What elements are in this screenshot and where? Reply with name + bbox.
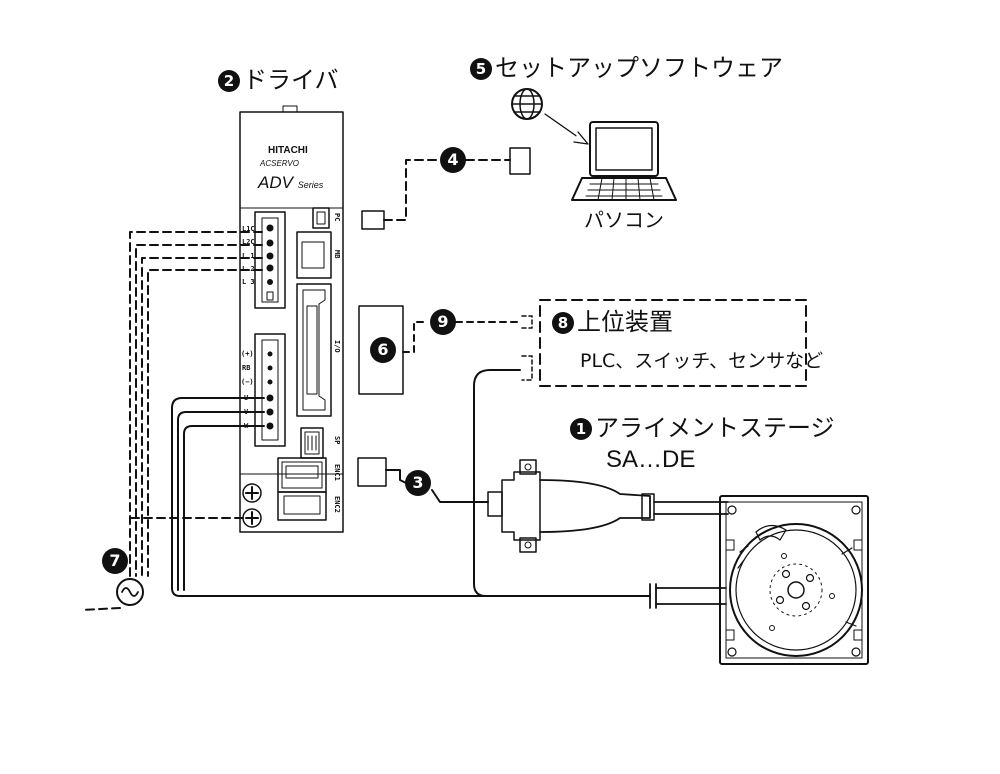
port-label-mb: MB [333, 250, 341, 259]
motor-power-lines [171, 397, 651, 597]
pc-cable-plug [361, 210, 385, 230]
driver-unit [239, 105, 344, 533]
terminal-label-w: W [244, 422, 249, 430]
terminal-label-l1c: L1C [242, 225, 255, 233]
terminal-label-plus: (+) [241, 350, 254, 358]
terminal-label-minus: (−) [241, 378, 254, 386]
terminal-label-l1: L 1 [242, 252, 255, 260]
stage-text: アライメントステージ [595, 414, 835, 442]
brand-sub-text: ACSERVO [260, 159, 299, 168]
badge-6: 6 [370, 337, 396, 363]
terminal-label-l3: L 3 [242, 278, 255, 286]
driver-number: 2 [218, 70, 240, 92]
terminal-label-u: U [244, 394, 249, 402]
host-sub-label: PLC、スイッチ、センサなど [580, 350, 824, 372]
terminal-label-rb: RB [242, 364, 251, 372]
badge-9: 9 [430, 309, 456, 335]
host-device-box [539, 299, 807, 387]
terminal-label-l2c: L2C [242, 238, 255, 246]
brand-text: HITACHI [268, 145, 308, 156]
globe-icon [511, 88, 543, 120]
badge-3: 3 [405, 470, 431, 496]
port-label-pc: PC [333, 213, 341, 222]
host-text: 上位装置 [577, 308, 673, 336]
badge-4: 4 [440, 147, 466, 173]
software-number: 5 [470, 58, 492, 80]
port-label-io: I/O [333, 340, 341, 353]
port-label-enc1: ENC1 [333, 464, 341, 481]
series-text: ADV Series [258, 174, 323, 191]
port-label-sp: SP [333, 436, 341, 445]
terminal-label-l2: L 2 [242, 265, 255, 273]
encoder-plug [357, 457, 387, 487]
series-suffix: Series [297, 180, 324, 190]
ac-power-icon [116, 578, 144, 606]
power-lines [81, 231, 263, 611]
pc-label: パソコン [584, 208, 664, 232]
driver-text: ドライバ [243, 66, 339, 94]
software-text: セットアップソフトウェア [495, 54, 783, 82]
host-number: 8 [552, 312, 574, 334]
usb-plug [509, 147, 531, 175]
stage-number: 1 [570, 418, 592, 440]
terminal-label-v: V [244, 408, 249, 416]
laptop-icon [571, 121, 677, 201]
dsub-connector [501, 459, 655, 553]
badge-7: 7 [102, 548, 128, 574]
series-name: ADV [258, 173, 293, 192]
port-label-enc2: ENC2 [333, 496, 341, 513]
io-cable-connector [358, 305, 404, 395]
stage-model-label: SA…DE [606, 446, 696, 473]
alignment-stage [719, 495, 869, 665]
